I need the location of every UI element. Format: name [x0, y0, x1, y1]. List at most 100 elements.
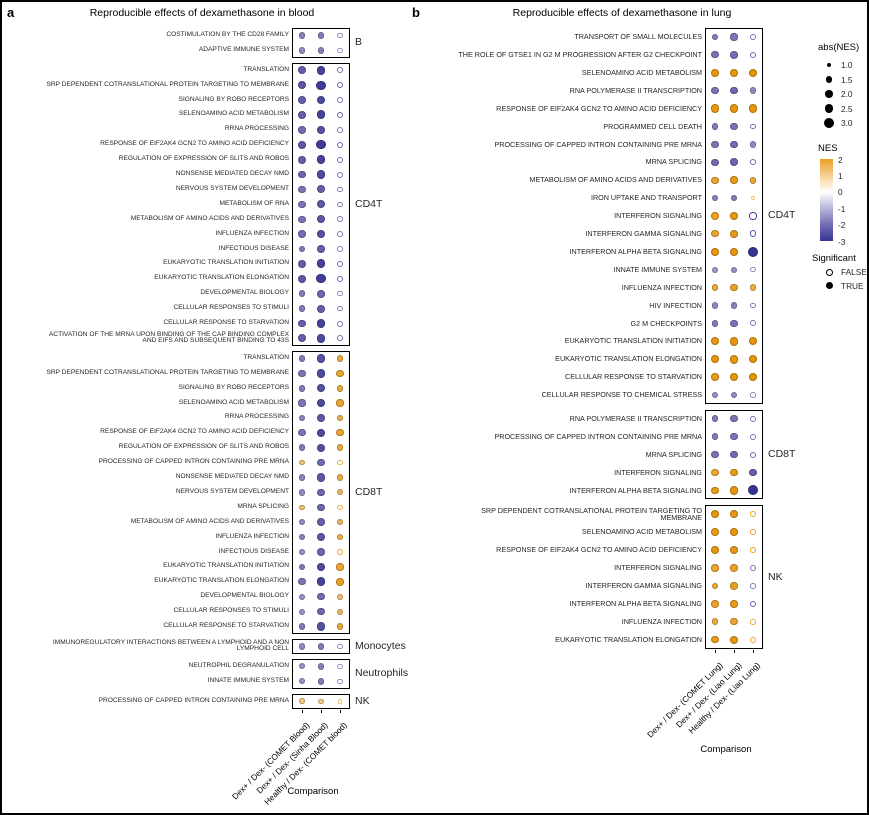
- nes-dot: [729, 510, 739, 519]
- pathway-label: TRANSLATION: [243, 353, 289, 361]
- pathway-label: SRP DEPENDENT COTRANSLATIONAL PROTEIN TA…: [46, 80, 289, 88]
- nes-dot: [298, 563, 306, 571]
- nes-dot: [730, 51, 738, 59]
- size-legend-dot: [824, 118, 834, 128]
- nes-dot: [748, 68, 758, 77]
- nes-dot: [730, 211, 738, 220]
- nes-dot: [337, 643, 343, 650]
- pathway-label: IRON UPTAKE AND TRANSPORT: [590, 193, 702, 203]
- group-box-NK: [705, 505, 763, 649]
- nes-dot: [336, 81, 344, 89]
- nes-dot: [298, 489, 306, 496]
- pathway-label: METABOLISM OF RNA: [219, 199, 290, 207]
- nes-dot: [750, 511, 756, 518]
- group-box-CD8T: [705, 409, 763, 500]
- nes-dot: [298, 319, 306, 328]
- nes-dot: [298, 245, 306, 253]
- nes-dot: [711, 319, 719, 327]
- nes-dot: [730, 302, 738, 309]
- pathway-label: RNA POLYMERASE II TRANSCRIPTION: [569, 414, 702, 424]
- nes-dot: [711, 194, 719, 202]
- nes-dot: [298, 369, 306, 377]
- size-legend-dot: [825, 76, 833, 83]
- pathway-label: INFLUENZA INFECTION: [621, 616, 702, 626]
- nes-dot: [336, 578, 344, 586]
- nes-dot: [336, 67, 344, 74]
- significant-legend-dot: [825, 282, 833, 289]
- nes-dot: [749, 468, 757, 477]
- nes-dot: [337, 549, 343, 555]
- pathway-label: RESPONSE OF EIF2AK4 GCN2 TO AMINO ACID D…: [100, 140, 289, 148]
- nes-dot: [749, 176, 757, 184]
- nes-dot: [336, 260, 344, 267]
- pathway-label: INTERFERON ALPHA BETA SIGNALING: [569, 599, 702, 609]
- pathway-label: INTERFERON GAMMA SIGNALING: [585, 229, 702, 239]
- group-box-B: [292, 28, 350, 58]
- nes-dot: [298, 474, 306, 481]
- pathway-label: REGULATION OF EXPRESSION OF SLITS AND RO…: [118, 443, 289, 451]
- nes-dot: [749, 141, 757, 148]
- pathway-label: EUKARYOTIC TRANSLATION INITIATION: [163, 259, 289, 267]
- pathway-label: MRNA SPLICING: [237, 502, 289, 510]
- nes-dot: [317, 245, 325, 253]
- nes-dot: [337, 201, 343, 208]
- group-label-CD4T: CD4T: [768, 209, 796, 222]
- nes-dot: [317, 185, 325, 194]
- nes-dot: [749, 636, 757, 643]
- pathway-label: RRNA PROCESSING: [224, 125, 289, 133]
- nes-dot: [298, 549, 306, 556]
- nes-dot: [711, 468, 719, 477]
- nes-dot: [711, 618, 719, 626]
- nes-dot: [298, 643, 306, 650]
- size-legend-dot: [825, 90, 833, 98]
- pathway-label: PROGRAMMED CELL DEATH: [603, 121, 702, 131]
- pathway-label: CELLULAR RESPONSE TO STARVATION: [163, 622, 289, 630]
- nes-legend-title: NES: [818, 143, 838, 154]
- size-legend-title: abs(NES): [818, 42, 860, 53]
- pathway-label: INFLUENZA INFECTION: [215, 532, 289, 540]
- nes-dot: [750, 123, 756, 130]
- pathway-label: THE ROLE OF GTSE1 IN G2 M PROGRESSION AF…: [458, 50, 702, 60]
- x-axis-label-text: Dex+ / Dex- (COMET Lung): [644, 659, 725, 740]
- nes-dot: [730, 450, 738, 459]
- nes-dot: [337, 663, 343, 669]
- nes-dot: [748, 246, 758, 257]
- pathway-label: PROCESSING OF CAPPED INTRON CONTAINING P…: [98, 458, 289, 466]
- nes-dot: [729, 372, 739, 382]
- significant-legend-value: FALSE: [841, 267, 867, 277]
- nes-dot: [318, 698, 324, 704]
- group-label-Neutrophils: Neutrophils: [355, 667, 409, 680]
- nes-dot: [316, 140, 326, 150]
- nes-dot: [730, 86, 738, 95]
- nes-dot: [298, 578, 306, 586]
- nes-dot: [316, 533, 326, 542]
- nes-dot: [730, 582, 738, 590]
- pathway-label: TRANSLATION: [243, 65, 289, 73]
- nes-dot: [336, 111, 344, 119]
- nes-dot: [730, 528, 738, 537]
- group-box-Monocytes: [292, 639, 350, 654]
- significant-legend-value: TRUE: [841, 280, 864, 291]
- pathway-label: CELLULAR RESPONSES TO STIMULI: [173, 607, 289, 615]
- nes-dot: [749, 87, 757, 94]
- nes-dot: [316, 413, 326, 423]
- nes-dot: [316, 443, 326, 452]
- nes-dot: [297, 81, 307, 90]
- panel-a-letter: a: [7, 5, 15, 20]
- nes-dot: [711, 510, 719, 519]
- pathway-label: MRNA SPLICING: [645, 449, 702, 459]
- x-axis-title: Comparison: [287, 786, 339, 797]
- pathway-label: INNATE IMMUNE SYSTEM: [207, 676, 289, 684]
- pathway-label: NEUTROPHIL DEGRANULATION: [188, 661, 289, 669]
- pathway-label: NONSENSE MEDIATED DECAY NMD: [175, 473, 289, 481]
- axis-tick: [734, 649, 735, 653]
- nes-dot: [316, 259, 326, 269]
- nes-tick-label: -2: [838, 220, 846, 231]
- group-label-CD8T: CD8T: [355, 485, 383, 498]
- nes-dot: [712, 266, 718, 273]
- axis-tick: [302, 709, 303, 713]
- nes-dot: [711, 486, 719, 495]
- nes-dot: [730, 468, 738, 477]
- group-box-CD8T: [292, 350, 350, 634]
